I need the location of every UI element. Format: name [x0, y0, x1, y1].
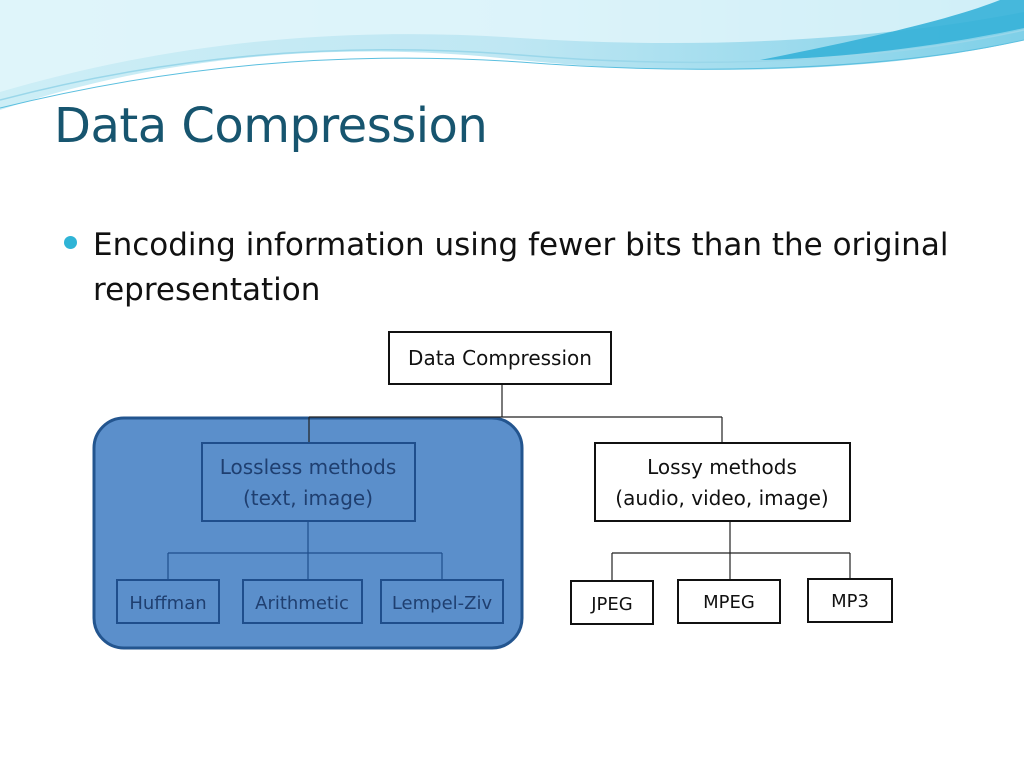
mp3-node: MP3 [807, 578, 893, 623]
mpeg-node: MPEG [677, 579, 781, 624]
lossless-node-line1: Lossless methods [220, 455, 397, 479]
lossy-node-line2: (audio, video, image) [615, 486, 828, 510]
huffman-node: Huffman [116, 579, 220, 624]
huffman-label: Huffman [129, 593, 206, 614]
lossy-node: Lossy methods (audio, video, image) [594, 442, 851, 522]
jpeg-node: JPEG [570, 580, 654, 625]
root-node: Data Compression [388, 331, 612, 385]
lossy-node-line1: Lossy methods [647, 455, 797, 479]
mp3-label: MP3 [831, 591, 869, 612]
arithmetic-node: Arithmetic [242, 579, 363, 624]
lossless-node-line2: (text, image) [243, 486, 373, 510]
lempel-ziv-label: Lempel-Ziv [392, 593, 493, 614]
bullet-dot-icon [64, 236, 77, 249]
lossless-node: Lossless methods (text, image) [201, 442, 416, 522]
lossless-connectors [167, 521, 443, 580]
mpeg-label: MPEG [703, 592, 755, 613]
jpeg-label: JPEG [590, 594, 632, 615]
arithmetic-label: Arithmetic [255, 593, 349, 614]
lempel-ziv-node: Lempel-Ziv [380, 579, 504, 624]
root-node-label: Data Compression [408, 346, 592, 370]
bullet-text: Encoding information using fewer bits th… [93, 227, 949, 308]
slide-title: Data Compression [54, 98, 488, 154]
connectors [308, 384, 851, 580]
